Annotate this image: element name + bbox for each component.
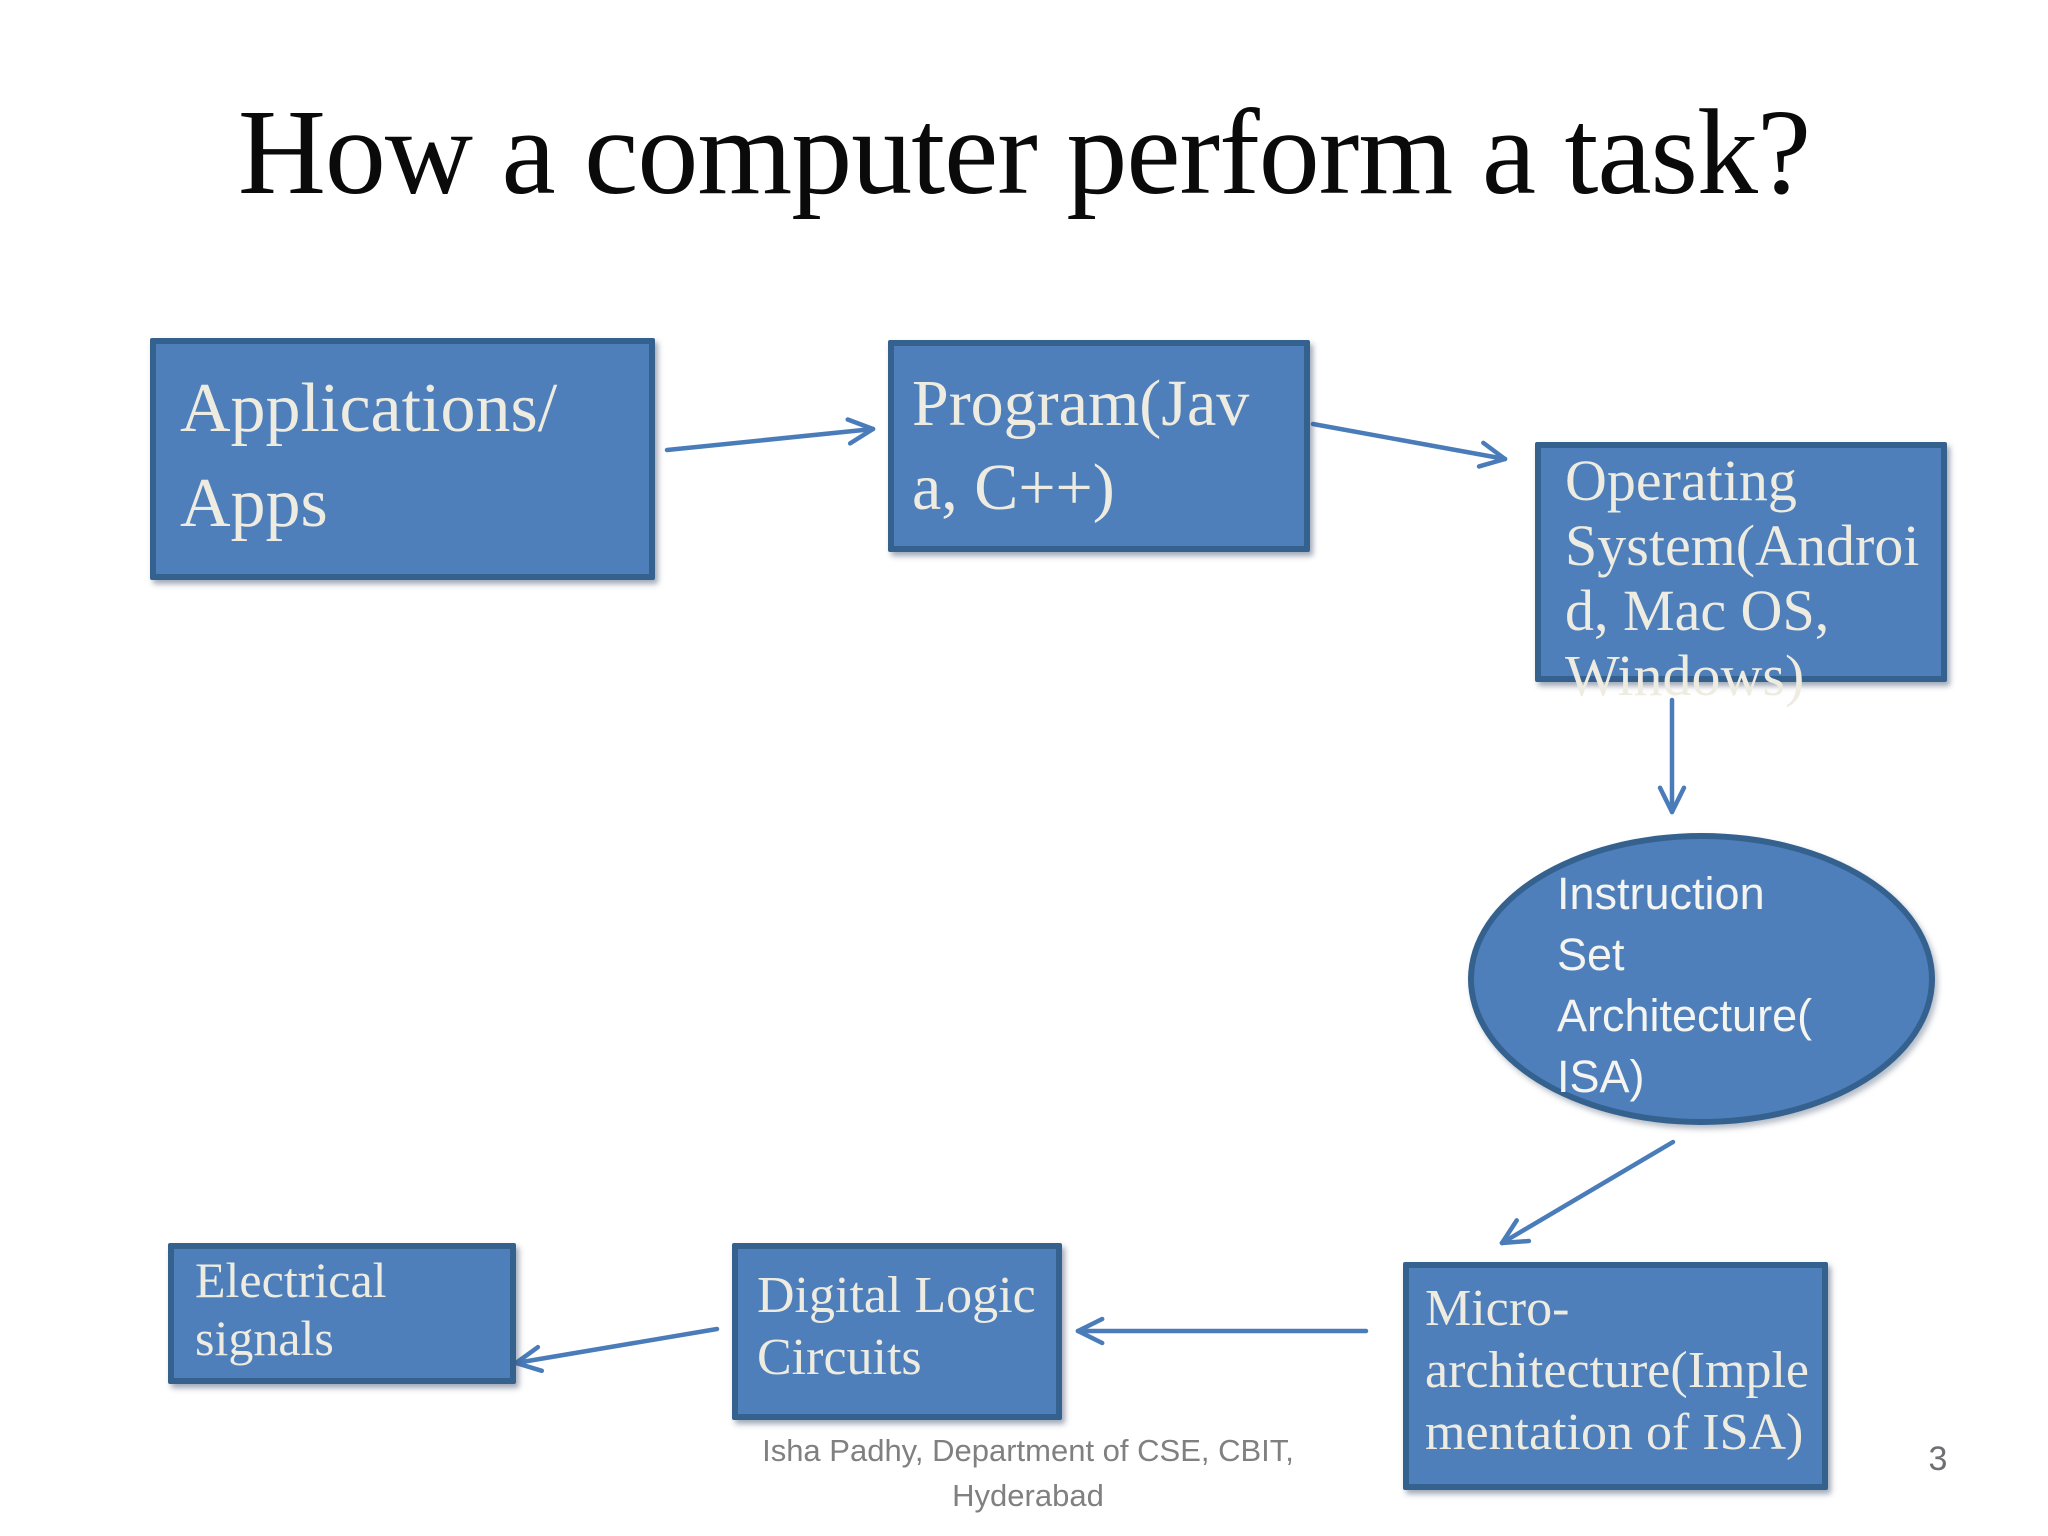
arrow-dlc-to-elec: [513, 1326, 720, 1374]
node-applications-apps-label: Applications/Apps: [180, 370, 558, 542]
arrow-os-to-isa: [1657, 697, 1687, 815]
slide-title: How a computer perform a task?: [237, 85, 1811, 220]
footer-credit-line2: Hyderabad: [952, 1478, 1104, 1513]
arrow-apps-to-program: [664, 417, 876, 453]
node-applications-apps: Applications/Apps: [150, 338, 655, 580]
footer-credit-line1: Isha Padhy, Department of CSE, CBIT,: [762, 1433, 1294, 1468]
arrow-micro-to-dlc: [1075, 1316, 1369, 1346]
arrow-isa-to-micro: [1499, 1139, 1676, 1246]
arrow-program-to-os: [1310, 421, 1508, 469]
page-number: 3: [1928, 1440, 1948, 1478]
footer-credit: Isha Padhy, Department of CSE, CBIT, Hyd…: [628, 1428, 1428, 1518]
